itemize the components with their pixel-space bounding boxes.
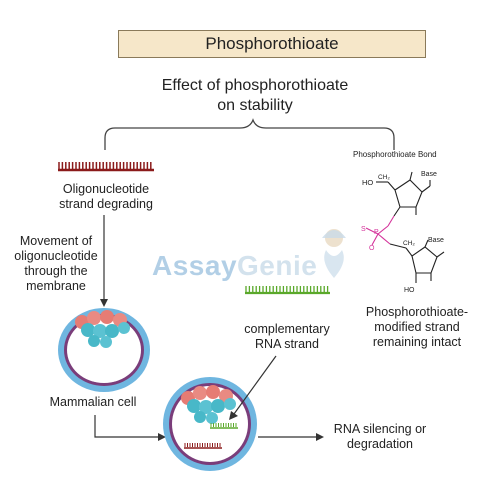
header-line-1: Effect of phosphorothioate [161, 77, 349, 94]
silencing-label: RNA silencing or degradation [333, 422, 427, 451]
ho-bottom-label: HO [404, 287, 415, 294]
p-label: P [374, 229, 379, 236]
s-label: S [361, 226, 366, 233]
nucleus-top [75, 310, 130, 348]
curly-brace [104, 118, 395, 150]
degrading-label: Oligonucleotide strand degrading [59, 182, 153, 211]
intact-label: Phosphorothioate- modified strand remain… [365, 305, 469, 349]
ch2-top-label: CH₂ [378, 174, 390, 181]
arrow-diagonal [233, 355, 277, 415]
complementary-label: complementary RNA strand [244, 322, 330, 351]
diagram-title: Phosphorothioate [205, 34, 339, 53]
o-label: O [369, 245, 375, 252]
degrading-strand-icon [58, 162, 154, 172]
phosphorothioate-bond-structure [365, 171, 445, 283]
base-bottom-label: Base [428, 237, 444, 244]
base-top-label: Base [421, 171, 437, 178]
mammalian-cell-label: Mammalian cell [49, 395, 137, 409]
complementary-strand-icon [245, 286, 330, 295]
ho-top-label: HO [362, 178, 374, 187]
mammalian-cell-top-icon [58, 308, 150, 392]
bond-title: Phosphorothioate Bond [353, 150, 437, 159]
ch2-bottom-label: CH₂ [403, 240, 415, 247]
mammalian-cell-bottom-icon [163, 377, 257, 471]
header-text: Effect of phosphorothioate on stability [120, 76, 390, 116]
movement-label: Movement of oligonucleotide through the … [14, 234, 98, 293]
watermark: AssayGenie [152, 250, 318, 281]
nucleus-bottom [181, 385, 236, 424]
title-box: Phosphorothioate [118, 30, 426, 58]
arrow-to-cell [94, 415, 160, 438]
header-line-2: on stability [217, 97, 293, 114]
